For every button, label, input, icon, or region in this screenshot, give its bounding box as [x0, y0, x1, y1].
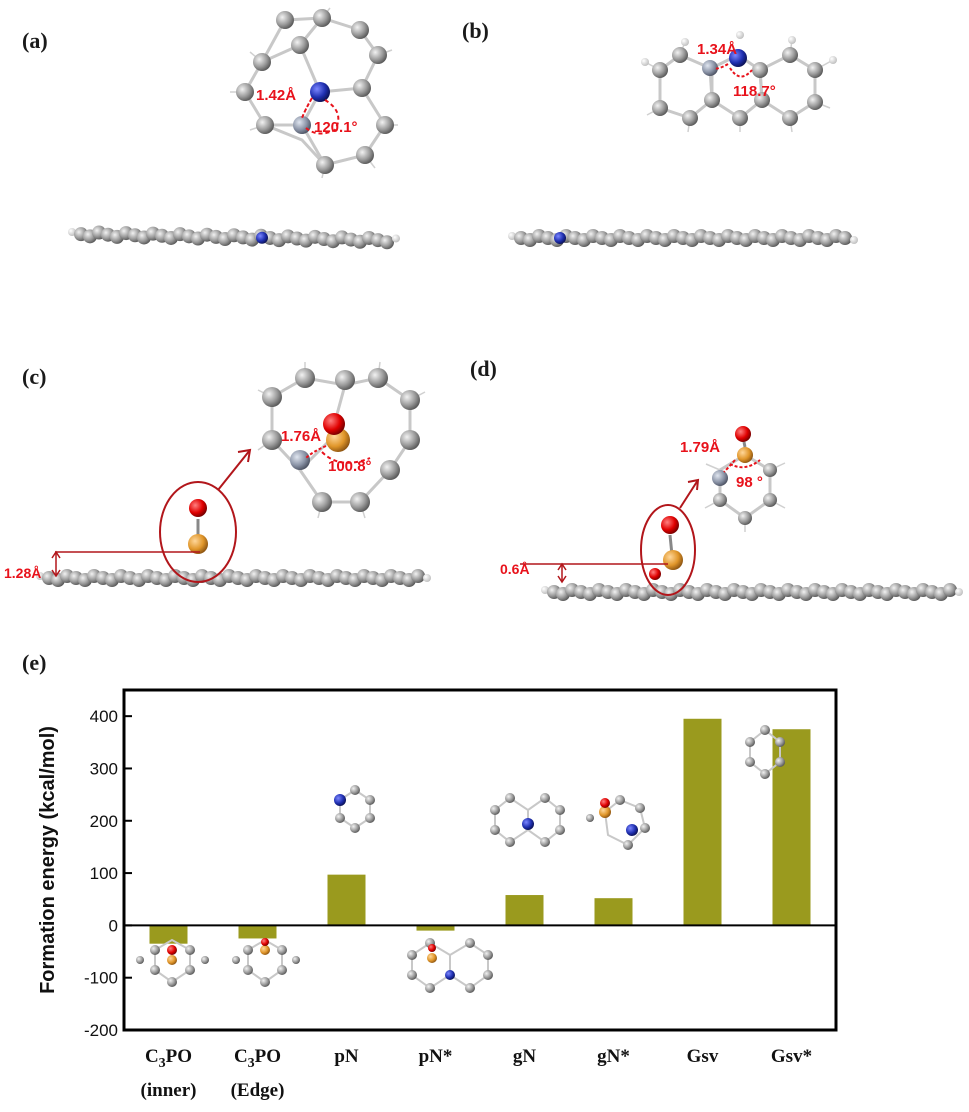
carbon-atom: [411, 569, 425, 583]
bar-4: [505, 895, 544, 926]
plot-frame: [122, 688, 838, 1032]
bond-angle-a: 120.1°: [314, 119, 358, 136]
panel-label-d: (d): [470, 356, 497, 381]
panel-label-e: (e): [22, 650, 47, 675]
inset-pn: [334, 785, 375, 833]
bar-5: [594, 898, 633, 926]
x-tick-label: C3PO: [234, 1046, 281, 1071]
bond-angle-d: 98 °: [736, 474, 763, 491]
nitrogen-atom: [256, 231, 268, 244]
x-tick-label: C3PO: [145, 1046, 192, 1071]
carbon-atom: [838, 231, 852, 245]
hydrogen-atom: [850, 236, 858, 244]
formation-energy-chart: Formation energy (kcal/mol) -200 -100 0 100…: [37, 688, 838, 1101]
x-tick-label: gN*: [597, 1046, 630, 1067]
hydrogen-atom: [955, 588, 963, 596]
y-tick-label: -100: [84, 969, 118, 988]
panel-a-side-view: [68, 225, 400, 250]
y-tick-label: 400: [90, 707, 118, 726]
height-d: 0.6Å: [500, 561, 530, 577]
panel-b-top-molecule: 1.34Å 118.7°: [641, 31, 837, 133]
y-tick-label: 300: [90, 759, 118, 778]
x-tick-label: gN: [513, 1046, 537, 1067]
panel-c-side-view: 1.28Å: [4, 448, 431, 587]
bond-angle-c: 100.8°: [328, 458, 372, 475]
inset-gn: [490, 793, 565, 847]
panel-a-top-molecule: 1.42Å 120.1°: [230, 7, 398, 179]
bar-1: [238, 925, 277, 939]
y-tick-label: -200: [84, 1021, 118, 1040]
inset-c3po-inner: [136, 938, 209, 987]
bar-0: [149, 925, 188, 944]
bond-length-b: 1.34Å: [697, 41, 737, 58]
hydrogen-atom: [423, 574, 431, 582]
y-tick-label: 200: [90, 812, 118, 831]
x-tick-label: pN*: [419, 1046, 453, 1067]
panel-d-side-view: 0.6Å: [500, 478, 963, 601]
panel-d-top-molecule: 1.79Å 98 °: [680, 426, 786, 532]
bar-2: [327, 874, 366, 926]
y-axis-label: Formation energy (kcal/mol): [37, 726, 59, 994]
x-tick-label: Gsv: [687, 1046, 719, 1067]
inset-pn-star: [407, 938, 493, 993]
hydrogen-atom: [392, 234, 400, 243]
bond-length-c: 1.76Å: [281, 428, 321, 445]
bond-length-a: 1.42Å: [256, 87, 296, 104]
panel-c-top-molecule: 1.76Å 100.8°: [257, 361, 426, 519]
panel-label-b: (b): [462, 18, 489, 43]
panel-b-side-view: [508, 229, 858, 247]
x-tick-sublabel: (inner): [141, 1080, 197, 1101]
panel-label-c: (c): [22, 364, 47, 389]
y-tick-label: 0: [109, 916, 118, 935]
bond-length-d: 1.79Å: [680, 439, 720, 456]
x-tick-sublabel: (Edge): [231, 1080, 285, 1101]
bond-angle-b: 118.7°: [733, 83, 776, 100]
inset-c3po-edge: [232, 938, 300, 987]
nitrogen-atom: [554, 232, 566, 244]
bar-3: [416, 925, 455, 931]
carbon-atom: [380, 235, 394, 250]
carbon-atom: [943, 583, 957, 597]
bar-6: [683, 718, 722, 926]
panel-label-a: (a): [22, 28, 48, 53]
hydrogen-atom: [68, 228, 76, 236]
inset-gn-star: [586, 795, 650, 850]
inset-gsv: [745, 725, 785, 779]
height-c: 1.28Å: [4, 565, 41, 581]
x-tick-label: pN: [334, 1046, 359, 1067]
x-tick-label: Gsv*: [771, 1046, 812, 1067]
y-tick-label: 100: [90, 864, 118, 883]
